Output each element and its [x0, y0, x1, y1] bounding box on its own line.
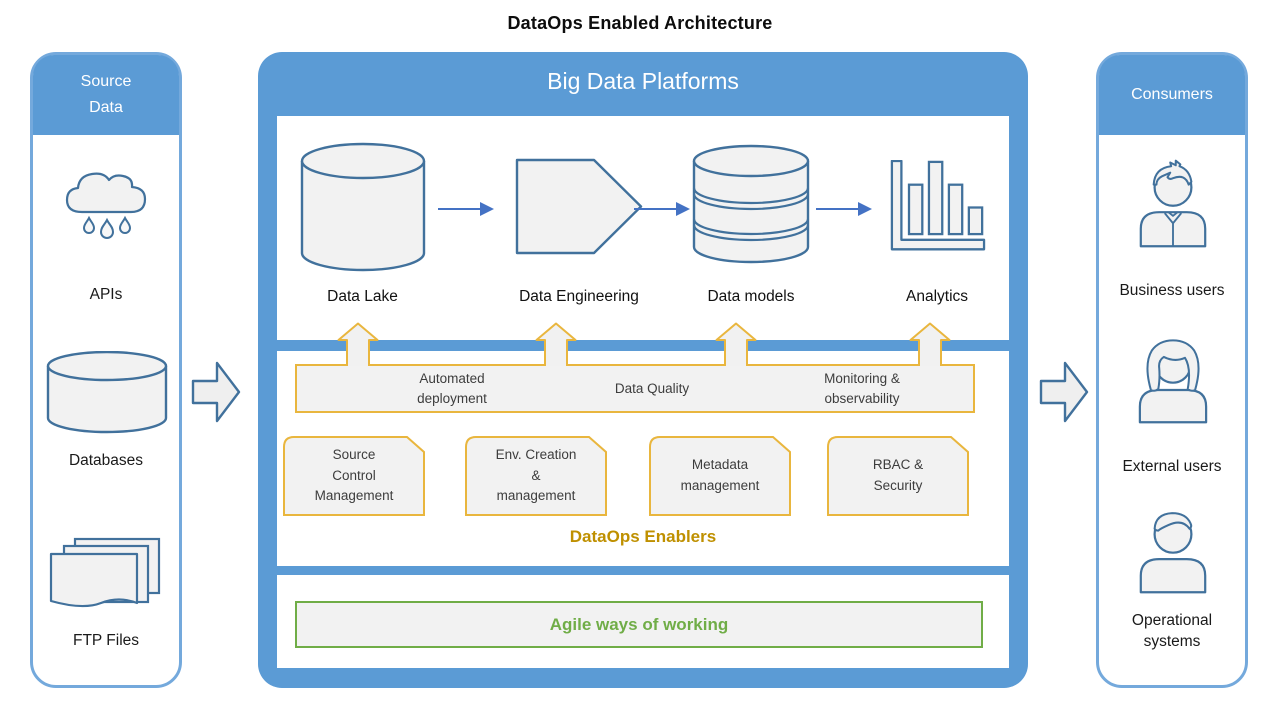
data-flow-box: Data Lake Data Engineering	[277, 116, 1009, 340]
dataops-enablers-box: Automated deployment Data Quality Monito…	[277, 351, 1009, 566]
cloud-rain-icon	[65, 172, 147, 239]
diagram-title: DataOps Enabled Architecture	[507, 13, 773, 33]
platform-to-consumers-arrow-icon	[1039, 361, 1089, 423]
up-arrow-icon	[909, 322, 951, 366]
consumers-panel: Consumers Business users External users …	[1096, 52, 1248, 688]
snip-corner-box-icon	[465, 436, 607, 516]
business-user-person-icon	[1139, 159, 1207, 248]
up-arrow-icon	[337, 322, 379, 366]
arrow-right-icon	[816, 202, 872, 216]
up-arrow-icon	[715, 322, 757, 366]
cylinder-icon	[300, 142, 425, 272]
snip-corner-box-icon	[827, 436, 969, 516]
data-lake-label: Data Lake	[327, 288, 398, 305]
data-lake-item: Data Lake	[295, 116, 430, 340]
analytics-label: Analytics	[905, 288, 969, 305]
bar-item-automated-deployment: Automated deployment	[417, 370, 487, 406]
consumers-panel-title: Consumers	[1099, 55, 1245, 135]
database-icon	[46, 351, 168, 434]
bar-item-monitoring-observability: Monitoring & observability	[824, 370, 900, 406]
agile-ways-of-working-box: Agile ways of working	[295, 601, 983, 648]
agile-section-box: Agile ways of working	[277, 575, 1009, 668]
source-data-panel-title: Source Data	[33, 55, 179, 135]
pentagon-icon	[515, 158, 643, 255]
big-data-platforms-title: Big Data Platforms	[547, 68, 739, 94]
apis-label: APIs	[89, 286, 123, 303]
enabler-box-label: RBAC & Security	[872, 457, 924, 493]
enabler-capabilities-bar: Automated deployment Data Quality Monito…	[295, 364, 975, 413]
snip-corner-box-icon	[649, 436, 791, 516]
data-models-label: Data models	[707, 288, 795, 305]
source-to-platform-arrow-icon	[191, 361, 241, 423]
bar-chart-icon	[890, 159, 985, 251]
dataops-enablers-caption: DataOps Enablers	[569, 527, 717, 546]
enabler-box-label: Metadata management	[680, 457, 760, 493]
data-engineering-item: Data Engineering	[503, 116, 655, 340]
arrow-right-icon	[634, 202, 690, 216]
up-arrow-icon	[535, 322, 577, 366]
enabler-box-label: Env. Creation & management	[495, 446, 577, 504]
databases-label: Databases	[68, 452, 144, 469]
bar-item-data-quality: Data Quality	[614, 380, 690, 396]
enabler-box-label: Source Control Management	[314, 446, 394, 504]
business-users-label: Business users	[1119, 282, 1225, 299]
external-users-label: External users	[1122, 458, 1222, 475]
data-models-item: Data models	[689, 116, 813, 340]
operational-systems-person-icon	[1139, 512, 1207, 594]
source-data-panel: Source Data APIs Databases FTP Files	[30, 52, 182, 688]
arrow-right-icon	[438, 202, 494, 216]
agile-ways-of-working-label: Agile ways of working	[549, 614, 729, 634]
snip-corner-box-icon	[283, 436, 425, 516]
analytics-item: Analytics	[873, 116, 1001, 340]
files-icon	[49, 537, 161, 608]
enabler-box-metadata-management: Metadata management	[649, 436, 791, 516]
ftp-files-label: FTP Files	[72, 632, 140, 649]
data-engineering-label: Data Engineering	[519, 288, 639, 305]
operational-systems-label: Operational systems	[1131, 612, 1213, 650]
big-data-platforms-panel: Big Data Platforms Data Lake Data Engine…	[258, 52, 1028, 688]
enabler-box-source-control-management: Source Control Management	[283, 436, 425, 516]
enabler-box-env-creation-management: Env. Creation & management	[465, 436, 607, 516]
external-user-person-icon	[1138, 339, 1208, 424]
enabler-box-rbac-security: RBAC & Security	[827, 436, 969, 516]
database-stack-icon	[692, 144, 810, 264]
